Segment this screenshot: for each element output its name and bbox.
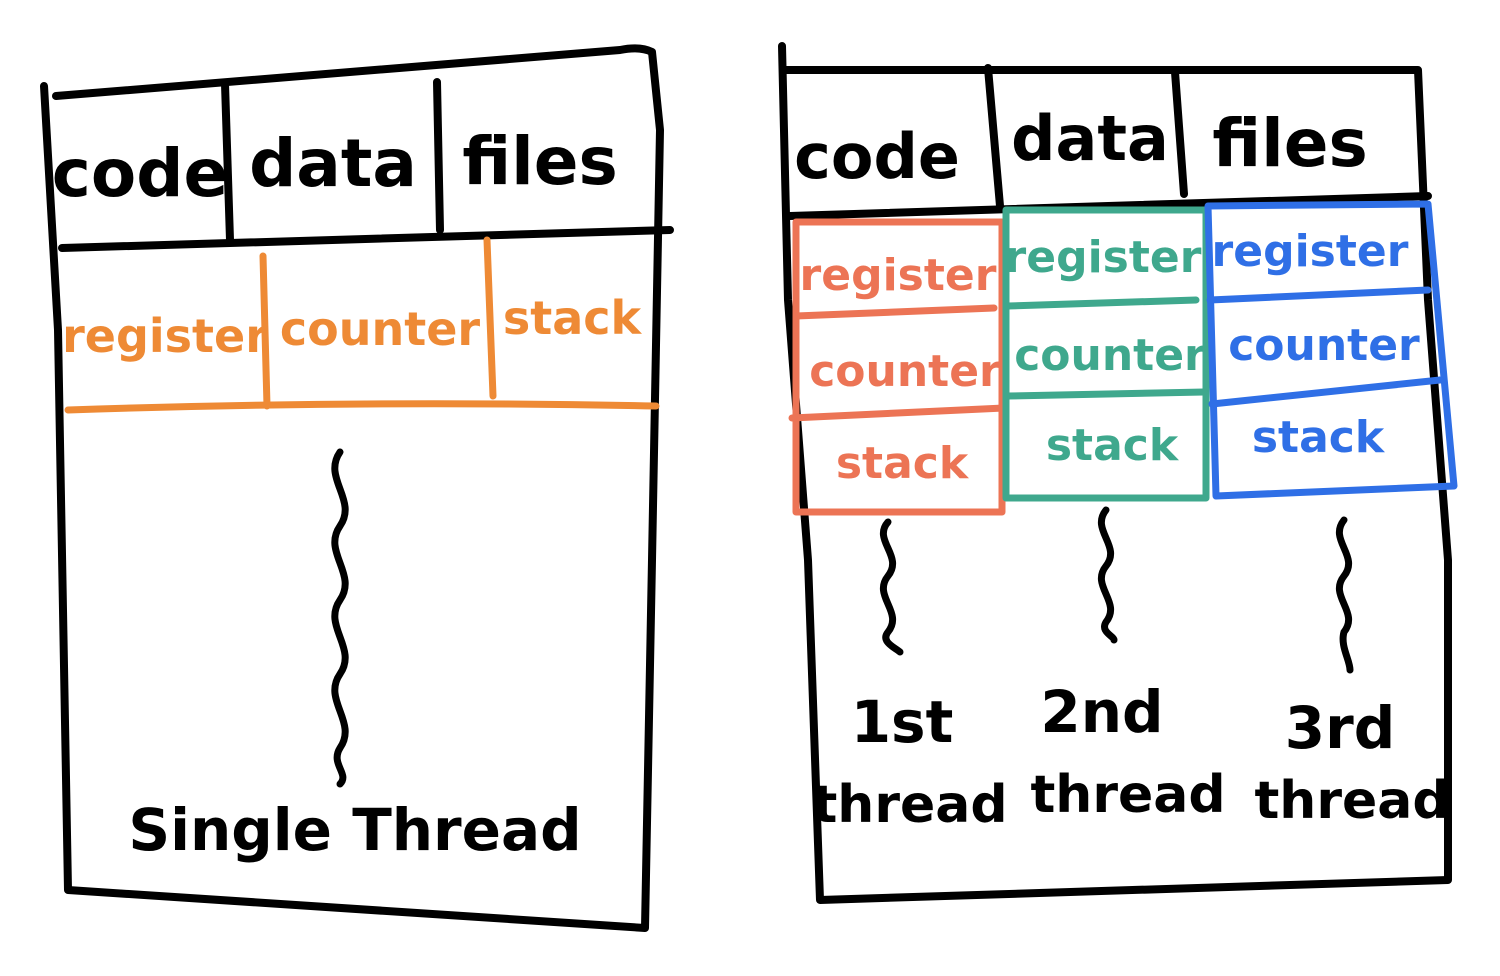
shared-code-label: code xyxy=(794,120,960,193)
thread-3-context: register counter stack xyxy=(1204,200,1458,500)
thread-2-row-divider-2 xyxy=(1004,388,1208,400)
thread-2-stack-label: stack xyxy=(1046,420,1180,471)
thread-2-register-label: register xyxy=(1005,232,1202,283)
thread-3-label-line2: thread xyxy=(1254,771,1449,831)
single-thread-context: register counter stack xyxy=(62,236,660,414)
thread-1-stack-label: stack xyxy=(836,438,970,489)
thread-1-counter-label: counter xyxy=(809,346,1001,397)
thread-2-row-divider-1 xyxy=(1004,296,1200,310)
shared-data-label: data xyxy=(249,125,417,202)
thread-2-squiggle xyxy=(1097,506,1118,644)
shared-files-label: files xyxy=(462,123,618,200)
multi-threaded-process: code data files register counter stack r… xyxy=(778,42,1458,904)
thread-3-stack-label: stack xyxy=(1252,412,1386,463)
thread-1-label-line2: thread xyxy=(812,775,1007,835)
register-label: register xyxy=(62,309,268,363)
shared-code-label: code xyxy=(52,135,228,212)
shared-divider-1 xyxy=(984,64,1004,210)
thread-squiggle xyxy=(331,448,349,788)
thread-3-label-line1: 3rd xyxy=(1285,694,1395,762)
thread-1-register-label: register xyxy=(800,250,997,301)
thread-1-context: register counter stack xyxy=(788,218,1008,516)
thread-1-label-line1: 1st xyxy=(851,688,954,756)
single-threaded-process: code data files register counter stack S… xyxy=(40,44,674,932)
thread-divider-1 xyxy=(259,252,271,410)
thread-2-label-line1: 2nd xyxy=(1040,678,1163,746)
shared-divider-2 xyxy=(433,78,444,234)
thread-3-counter-label: counter xyxy=(1228,320,1420,371)
thread-2-label-line2: thread xyxy=(1030,765,1225,825)
thread-context-bottom xyxy=(64,400,660,414)
thread-3-squiggle xyxy=(1335,516,1354,674)
thread-1-row-divider-1 xyxy=(792,304,998,320)
shared-data-label: data xyxy=(1011,102,1169,175)
thread-2-box xyxy=(1002,206,1210,502)
shared-divider-2 xyxy=(1171,68,1188,198)
shared-section-divider xyxy=(58,226,674,252)
stack-label: stack xyxy=(503,291,643,345)
counter-label: counter xyxy=(280,302,481,356)
thread-3-box xyxy=(1204,200,1458,500)
process-outline xyxy=(40,44,664,932)
thread-2-context: register counter stack xyxy=(1002,206,1210,502)
shared-files-label: files xyxy=(1212,105,1368,182)
thread-1-box xyxy=(792,218,1006,516)
thread-3-row-divider-2 xyxy=(1208,376,1444,408)
thread-divider-2 xyxy=(483,236,497,400)
single-thread-caption: Single Thread xyxy=(128,796,581,864)
thread-2-counter-label: counter xyxy=(1014,330,1206,381)
thread-1-row-divider-2 xyxy=(788,404,1008,422)
thread-3-row-divider-1 xyxy=(1206,286,1432,304)
shared-section-divider xyxy=(786,192,1432,220)
thread-3-register-label: register xyxy=(1212,226,1409,277)
thread-1-squiggle xyxy=(879,518,904,656)
shared-divider-1 xyxy=(221,80,234,244)
